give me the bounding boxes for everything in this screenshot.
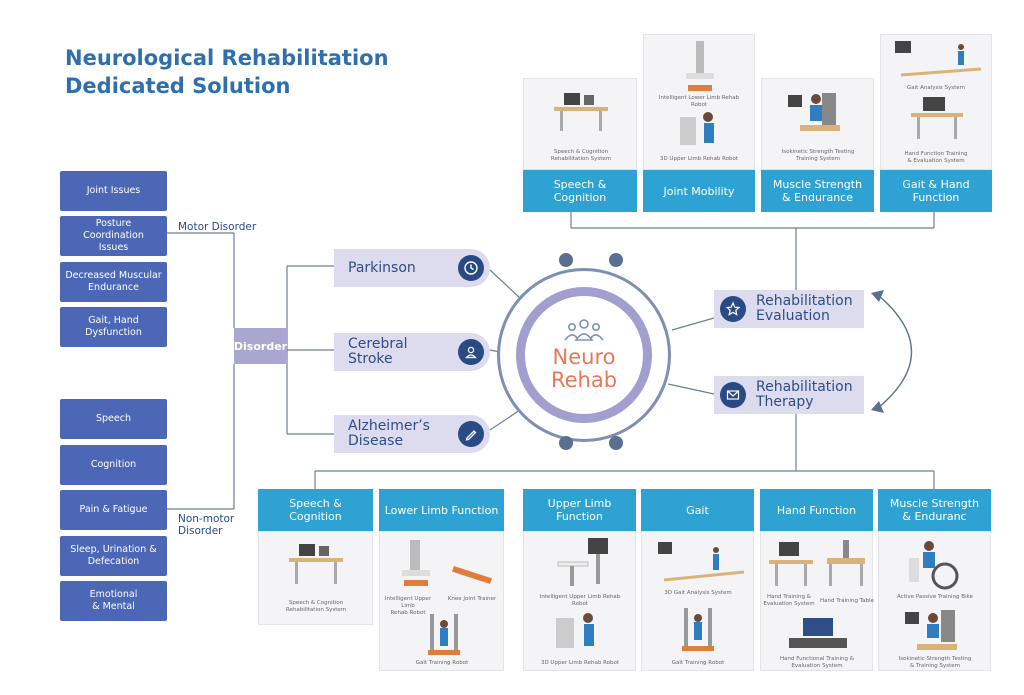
ring-dot xyxy=(559,436,573,450)
product-label: Hand Training Table xyxy=(820,598,874,604)
disorder-hub: Disorder xyxy=(234,328,287,364)
motor-disorder-label: Motor Disorder xyxy=(178,221,257,233)
nonmotor-item-pain: Pain & Fatigue xyxy=(60,490,167,530)
envelope-icon xyxy=(720,382,746,408)
ring-dot xyxy=(609,253,623,267)
eval-tab-speech: Speech &Cognition xyxy=(523,170,637,212)
product-label: Hand Functional Training &Evaluation Sys… xyxy=(779,656,854,669)
product-label: Isokinetic Strength Testing& Training Sy… xyxy=(898,656,972,669)
product-label: Intelligent Upper Limb Rehab Robot xyxy=(539,594,621,607)
center-ring xyxy=(497,268,671,442)
neuro-rehab-center: Neuro Rehab xyxy=(516,287,652,423)
product-label: Gait Training Robot xyxy=(671,660,725,666)
user-icon xyxy=(458,339,484,365)
eval-tab-gait-hand: Gait & Hand Function xyxy=(880,170,992,212)
therapy-card-upper-limb: Intelligent Upper Limb Rehab Robot 3D Up… xyxy=(523,531,636,671)
star-icon xyxy=(720,296,746,322)
product-label: 3D Upper Limb Rehab Robot xyxy=(659,156,739,162)
product-label: 3D Upper Limb Rehab Robot xyxy=(540,660,620,666)
therapy-tab-speech: Speech &Cognition xyxy=(258,489,373,531)
eval-card-gait-hand: Gait Analysis System Hand Function Train… xyxy=(880,34,992,170)
title-line-1: Neurological Rehabilitation xyxy=(65,46,389,70)
product-label: Gait Training Robot xyxy=(415,660,469,666)
nonmotor-item-sleep: Sleep, Urination &Defecation xyxy=(60,536,167,576)
product-label: Hand Function Training& Evaluation Syste… xyxy=(904,151,968,164)
eval-card-joint: Intelligent Lower Limb Rehab Robot 3D Up… xyxy=(643,34,755,170)
product-label: Intelligent Lower Limb Rehab Robot xyxy=(658,95,740,108)
product-label: Active Passive Training Bike xyxy=(897,594,973,600)
disease-parkinson: Parkinson xyxy=(334,249,490,287)
product-label: Knee Joint Trainer xyxy=(447,596,497,602)
ring-dot xyxy=(609,436,623,450)
title-line-2: Dedicated Solution xyxy=(65,74,291,98)
nonmotor-item-emotional: Emotional& Mental xyxy=(60,581,167,621)
motor-item-joint-issues: Joint Issues xyxy=(60,171,167,211)
nonmotor-item-cognition: Cognition xyxy=(60,445,167,485)
eval-tab-joint: Joint Mobility xyxy=(643,170,755,212)
therapy-tab-lower-limb: Lower Limb Function xyxy=(379,489,504,531)
eval-tab-muscle: Muscle Strength& Endurance xyxy=(761,170,874,212)
people-group-icon xyxy=(561,318,607,346)
ring-dot xyxy=(559,253,573,267)
therapy-card-gait: 3D Gait Analysis System Gait Training Ro… xyxy=(641,531,754,671)
product-label: Hand Training &Evaluation System xyxy=(763,594,815,607)
clock-icon xyxy=(458,255,484,281)
therapy-tab-muscle: Muscle Strength& Enduranc xyxy=(878,489,991,531)
pen-icon xyxy=(458,421,484,447)
therapy-card-hand: Hand Training &Evaluation System Hand Tr… xyxy=(760,531,874,671)
product-label: Gait Analysis System xyxy=(907,85,965,91)
therapy-card-muscle: Active Passive Training Bike Isokinetic … xyxy=(878,531,991,671)
page-title: Neurological Rehabilitation Dedicated So… xyxy=(65,44,389,100)
product-label: 3D Gait Analysis System xyxy=(664,590,732,596)
therapy-tab-gait: Gait xyxy=(641,489,754,531)
center-label-line-2: Rehab xyxy=(550,368,618,392)
therapy-tab-upper-limb: Upper Limb Function xyxy=(523,489,636,531)
center-label-line-1: Neuro xyxy=(552,345,616,369)
nonmotor-item-speech: Speech xyxy=(60,399,167,439)
therapy-tab-hand: Hand Function xyxy=(760,489,873,531)
